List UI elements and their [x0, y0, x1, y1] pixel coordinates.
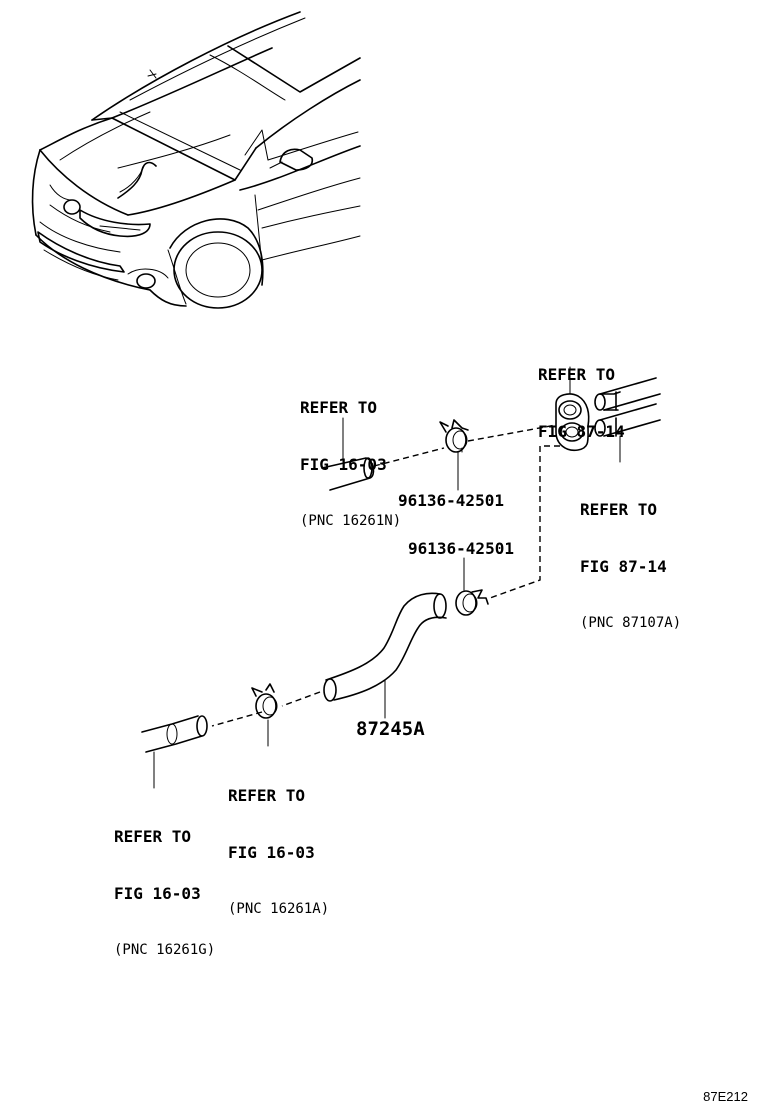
callout-87107a: REFER TO FIG 87-14 (PNC 87107A) [580, 462, 681, 652]
hose-stub-upper [321, 457, 375, 491]
hose-icon [323, 592, 447, 702]
grommet-icon [555, 393, 590, 452]
figure-code: 87E212 [703, 1089, 748, 1104]
callout-16261a: REFER TO FIG 16-03 (PNC 16261A) [228, 748, 329, 938]
vehicle-front-illustration [31, 11, 361, 309]
callout-16261n-line1: REFER TO [300, 398, 378, 417]
callout-87107a-line2: FIG 87-14 [580, 557, 667, 576]
callout-16261g-line2: FIG 16-03 [114, 884, 201, 903]
part-number-clamp-upper[interactable]: 96136-42501 [398, 491, 504, 510]
callout-16261a-line2: FIG 16-03 [228, 843, 315, 862]
pipe-icon [594, 377, 661, 437]
clamp-icon-lower [251, 683, 278, 719]
callout-16261g-line1: REFER TO [114, 827, 192, 846]
part-number-clamp-middle[interactable]: 96136-42501 [408, 539, 514, 558]
clamp-icon-middle [455, 589, 489, 616]
callout-16261a-line3: (PNC 16261A) [228, 901, 330, 917]
pipe-icon-lower [141, 715, 208, 753]
callout-fig87-14-upper: REFER TO FIG 87-14 [538, 327, 625, 460]
part-number-hose[interactable]: 87245A [356, 718, 425, 740]
callout-16261n-line2: FIG 16-03 [300, 455, 387, 474]
callout-87107a-line3: (PNC 87107A) [580, 615, 682, 631]
callout-16261g-line3: (PNC 16261G) [114, 942, 216, 958]
callout-16261n-line3: (PNC 16261N) [300, 513, 402, 529]
callout-fig87-14-upper-line2: FIG 87-14 [538, 422, 625, 441]
callout-87107a-line1: REFER TO [580, 500, 658, 519]
clamp-icon-upper [439, 419, 469, 453]
callout-16261g: REFER TO FIG 16-03 (PNC 16261G) [114, 789, 215, 979]
callout-16261a-line1: REFER TO [228, 786, 306, 805]
callout-fig87-14-upper-line1: REFER TO [538, 365, 616, 384]
callout-16261n: REFER TO FIG 16-03 (PNC 16261N) [300, 360, 401, 550]
